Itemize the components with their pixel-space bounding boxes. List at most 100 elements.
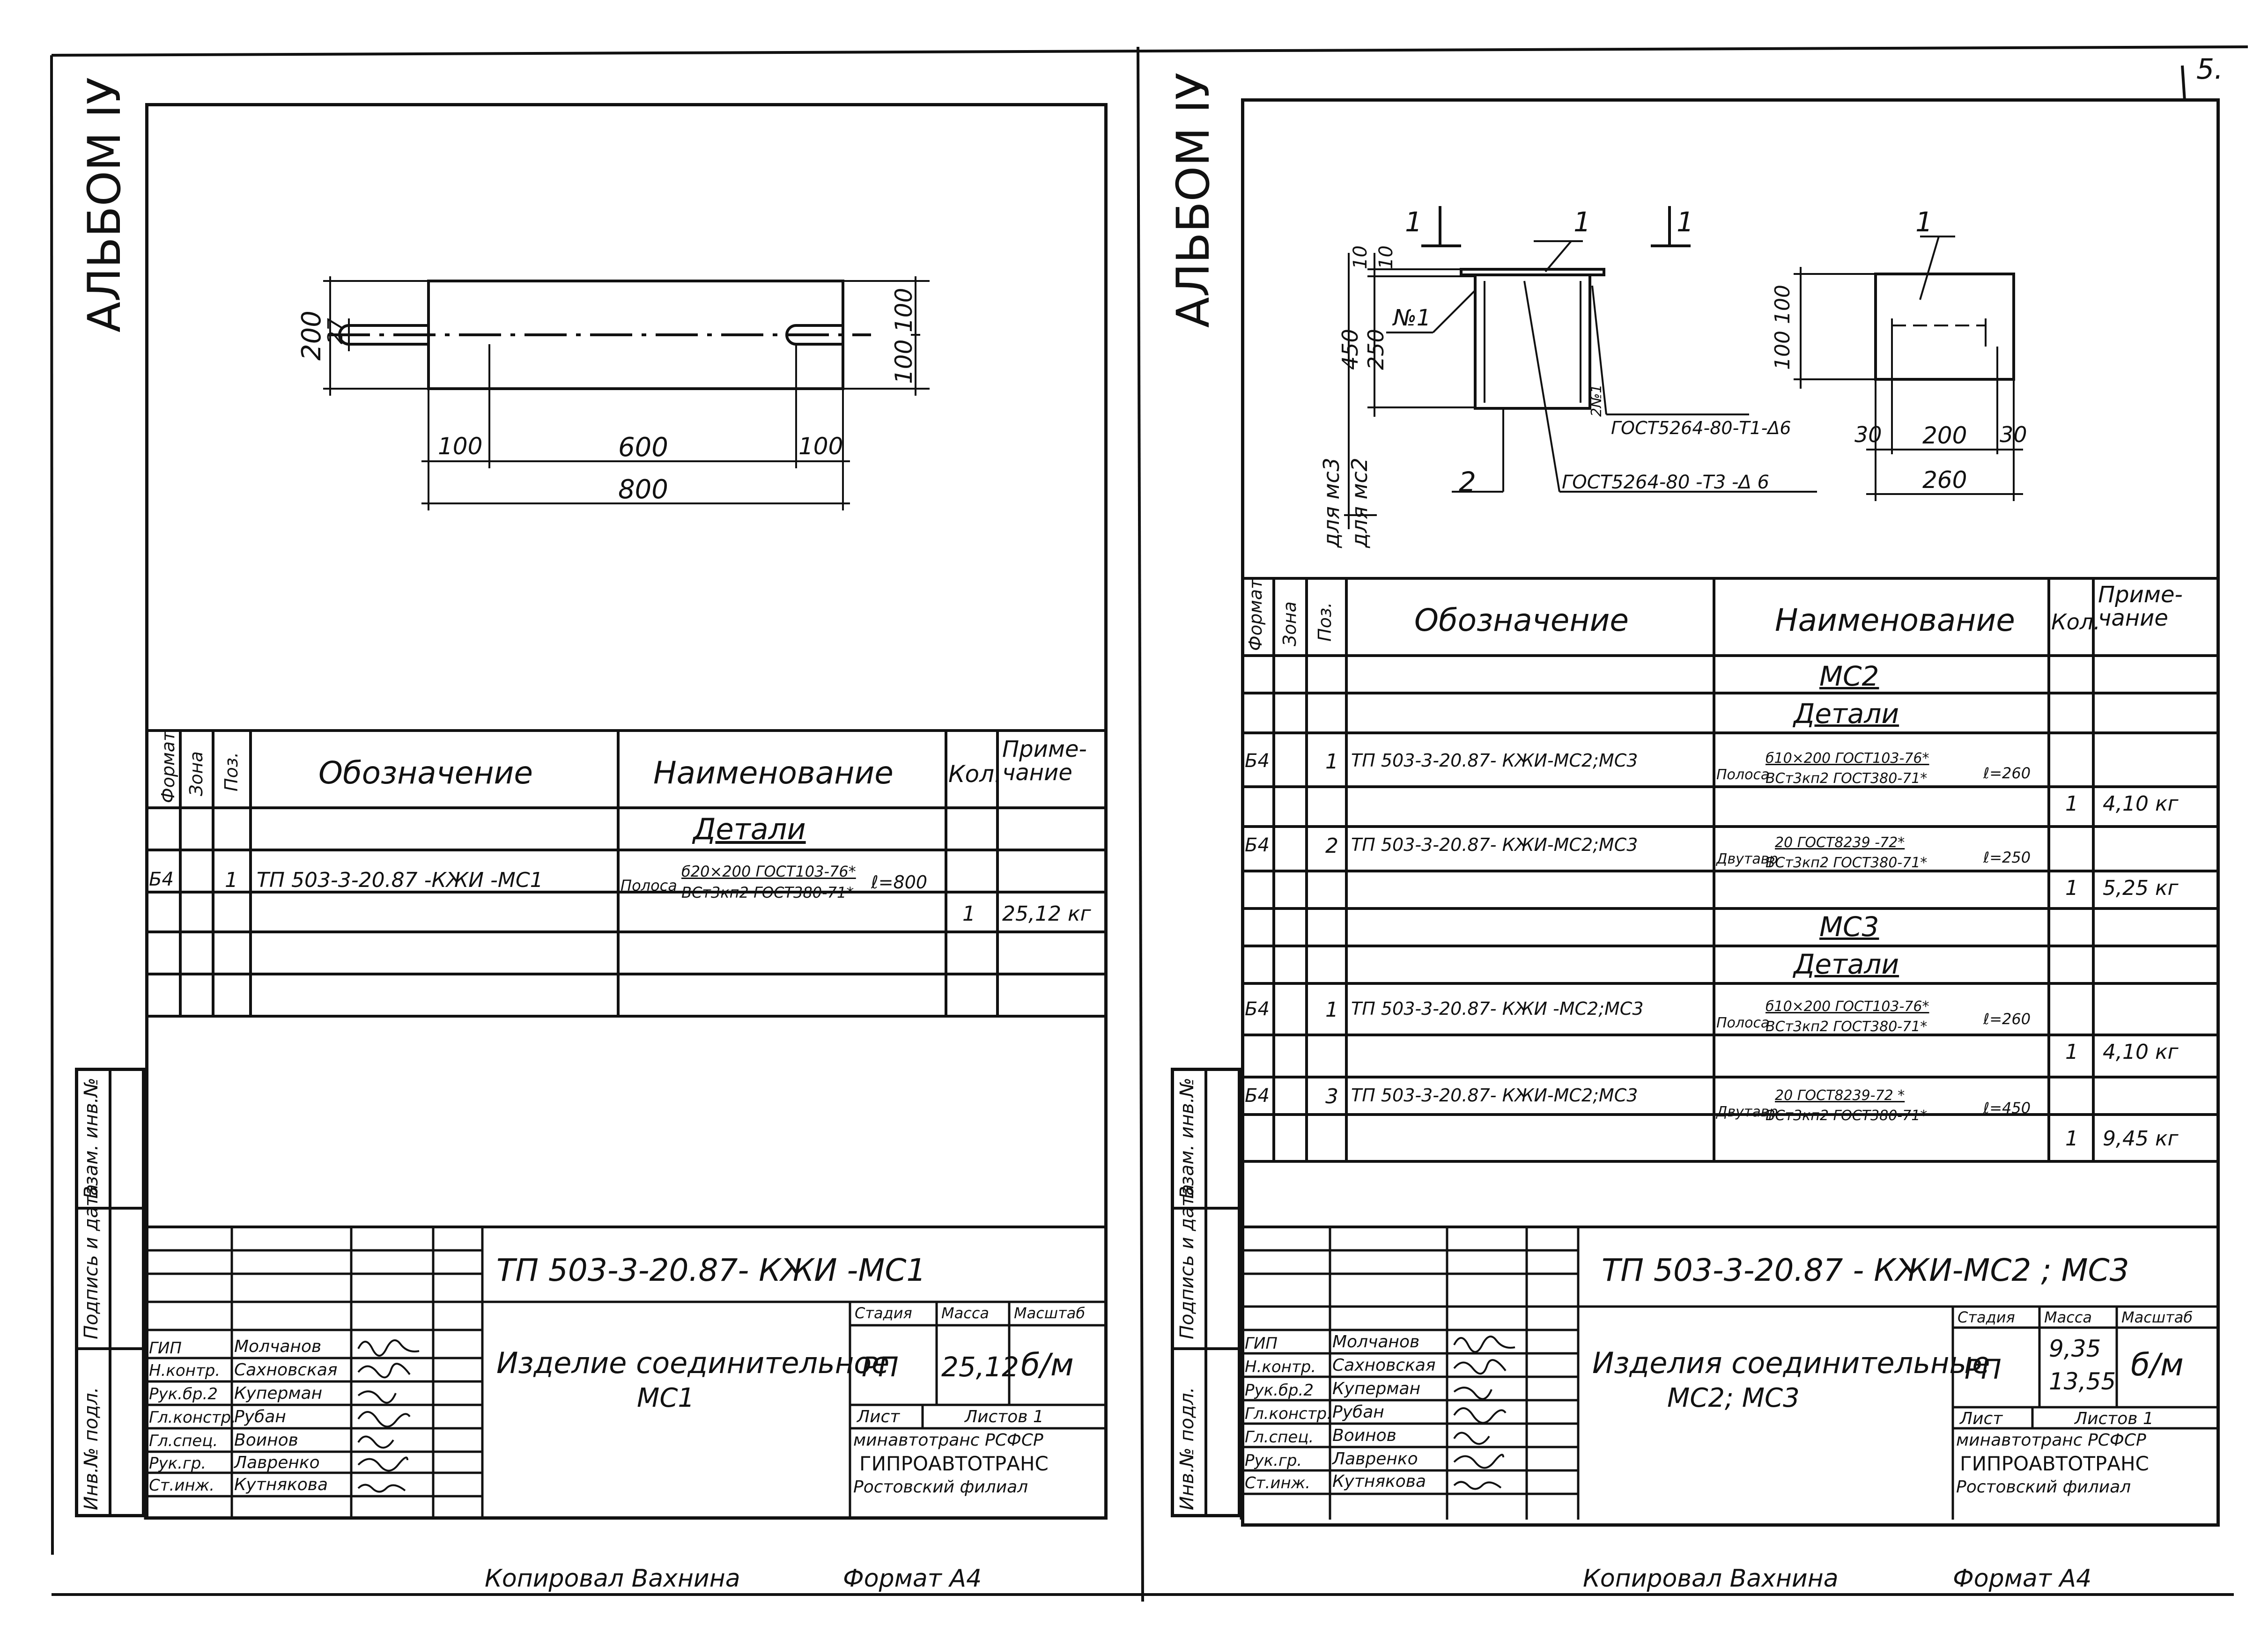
org-ministry-r: минавтотранс РСФСР [1956, 1431, 2146, 1450]
r2-length: ℓ=250 [1983, 849, 2031, 866]
sheet-label: Лист [857, 1407, 900, 1426]
callout-2: 2 [1459, 466, 1476, 498]
callout-n1: №1 [1393, 305, 1431, 331]
name-rukgr: Лавренко [234, 1453, 320, 1472]
row-name-bottom: ВСт3кп2 ГОСТ380-71* [681, 884, 854, 901]
scale-label-r: Масштаб [2121, 1308, 2193, 1326]
dim-260-right: 260 [1922, 466, 1967, 494]
dim-200-right: 200 [1922, 422, 1967, 449]
drawing-frame-right [1241, 98, 2220, 1527]
stage-value-r: РП [1965, 1353, 2002, 1385]
weld-note-2: ГОСТ5264-80 -Т3 -Δ 6 [1562, 472, 1769, 493]
role-glspec-r: Гл.спец. [1245, 1428, 1314, 1447]
stage-label: Стадия [855, 1304, 912, 1322]
org-branch: Ростовский филиал [853, 1477, 1028, 1497]
hdr-note-r: Приме- чание [2098, 582, 2183, 632]
role-glkonstr-r: Гл.констр. [1245, 1404, 1332, 1423]
role-stinzh-r: Ст.инж. [1245, 1474, 1311, 1492]
name-rukgr-r: Лавренко [1332, 1449, 1418, 1469]
r4-format: Б4 [1245, 1085, 1270, 1107]
hdr-note: Приме- чание [1002, 736, 1087, 786]
r1-pos: 1 [1325, 750, 1338, 774]
drawing-frame [145, 103, 1108, 1520]
name-stinzh-r: Кутнякова [1332, 1472, 1426, 1491]
hdr-qty-r: Кол. [2051, 609, 2100, 635]
section-details-mc3: Детали [1794, 948, 1899, 980]
r3-name-top: б10×200 ГОСТ103-76* [1766, 998, 1929, 1015]
sheets-label-r: Листов 1 [2075, 1409, 2154, 1428]
name-gip-r: Молчанов [1332, 1332, 1420, 1351]
r3-format: Б4 [1245, 998, 1270, 1020]
doc-subtitle: МС1 [637, 1383, 695, 1413]
r4-length: ℓ=450 [1983, 1099, 2031, 1117]
doc-subtitle-r: МС2; МС3 [1667, 1383, 1800, 1413]
hdr-name-r: Наименование [1775, 602, 2015, 638]
name-nkontr-r: Сахновская [1332, 1356, 1436, 1375]
hdr-qty: Кол. [948, 761, 1002, 788]
role-nkontr-r: Н.контр. [1245, 1358, 1316, 1376]
r1-note: 4,10 кг [2103, 792, 2179, 816]
r1-designation: ТП 503-3-20.87- КЖИ-МС2;МС3 [1351, 750, 1638, 771]
name-rukbr-r: Куперман [1332, 1379, 1421, 1398]
role-rukgr-r: Рук.гр. [1245, 1451, 1302, 1470]
mass-value: 25,12 [941, 1351, 1019, 1383]
name-gip: Молчанов [234, 1337, 322, 1356]
mass-label-r: Масса [2044, 1308, 2092, 1326]
r3-name-bottom: ВСт3кп2 ГОСТ380-71* [1766, 1019, 1928, 1035]
r4-name-prefix: Двутавр [1716, 1104, 1778, 1120]
scale-value-r: б/м [2131, 1347, 2184, 1383]
cut-right: 1 [1677, 206, 1694, 238]
name-stinzh: Кутнякова [234, 1475, 328, 1494]
role-glspec: Гл.спец. [149, 1432, 218, 1450]
org-name: ГИПРОАВТОТРАНС [859, 1452, 1049, 1475]
role-rukbr-r: Рук.бр.2 [1245, 1381, 1314, 1400]
r4-name-top: 20 ГОСТ8239-72 * [1775, 1087, 1905, 1104]
r3-qty: 1 [2065, 1040, 2078, 1064]
dim-800: 800 [618, 474, 668, 505]
footer-format-r: Формат А4 [1953, 1565, 2092, 1593]
mass-value-2-r: 13,55 [2049, 1368, 2116, 1395]
name-rukbr: Куперман [234, 1384, 323, 1403]
row-name-prefix: Полоса [621, 877, 677, 894]
row-designation: ТП 503-3-20.87 -КЖИ -МС1 [257, 868, 543, 892]
hdr-designation: Обозначение [318, 755, 533, 791]
mass-value-1-r: 9,35 [2049, 1335, 2101, 1362]
footer-copy-r: Копировал Вахнина [1583, 1565, 1839, 1593]
row-format: Б4 [149, 869, 174, 890]
r3-name-prefix: Полоса [1716, 1015, 1770, 1031]
role-rukgr: Рук.гр. [149, 1454, 207, 1473]
doc-title-r: Изделия соединительные [1592, 1346, 1990, 1380]
section-callout: 1 [1915, 206, 1933, 238]
section-mc2: МС2 [1819, 660, 1879, 692]
r2-designation: ТП 503-3-20.87- КЖИ-МС2;МС3 [1351, 834, 1638, 855]
row-note: 25,12 кг [1002, 902, 1091, 926]
name-glspec-r: Воинов [1332, 1426, 1396, 1445]
org-ministry: минавтотранс РСФСР [853, 1431, 1043, 1450]
dim-100-right: 100 [798, 433, 843, 460]
row-name-top: б20×200 ГОСТ103-76* [681, 863, 856, 880]
r4-qty: 1 [2065, 1127, 2078, 1151]
org-branch-r: Ростовский филиал [1956, 1477, 2131, 1497]
r3-pos: 1 [1325, 998, 1338, 1022]
section-details-mc2: Детали [1794, 698, 1899, 730]
role-glkonstr: Гл.констр. [149, 1408, 236, 1427]
mass-label: Масса [941, 1304, 990, 1322]
org-name-r: ГИПРОАВТОТРАНС [1960, 1452, 2149, 1475]
r2-note: 5,25 кг [2103, 876, 2179, 900]
r2-pos: 2 [1325, 834, 1338, 858]
role-nkontr: Н.контр. [149, 1361, 221, 1380]
row-qty: 1 [962, 902, 975, 926]
r3-note: 4,10 кг [2103, 1040, 2179, 1064]
r2-name-prefix: Двутавр [1716, 851, 1778, 867]
role-stinzh: Ст.инж. [149, 1476, 215, 1495]
r4-pos: 3 [1325, 1085, 1338, 1108]
row-length: ℓ=800 [871, 872, 928, 893]
row-pos: 1 [225, 868, 238, 892]
name-glkonstr: Рубан [234, 1407, 286, 1426]
r2-name-bottom: ВСт3кп2 ГОСТ380-71* [1766, 855, 1928, 871]
